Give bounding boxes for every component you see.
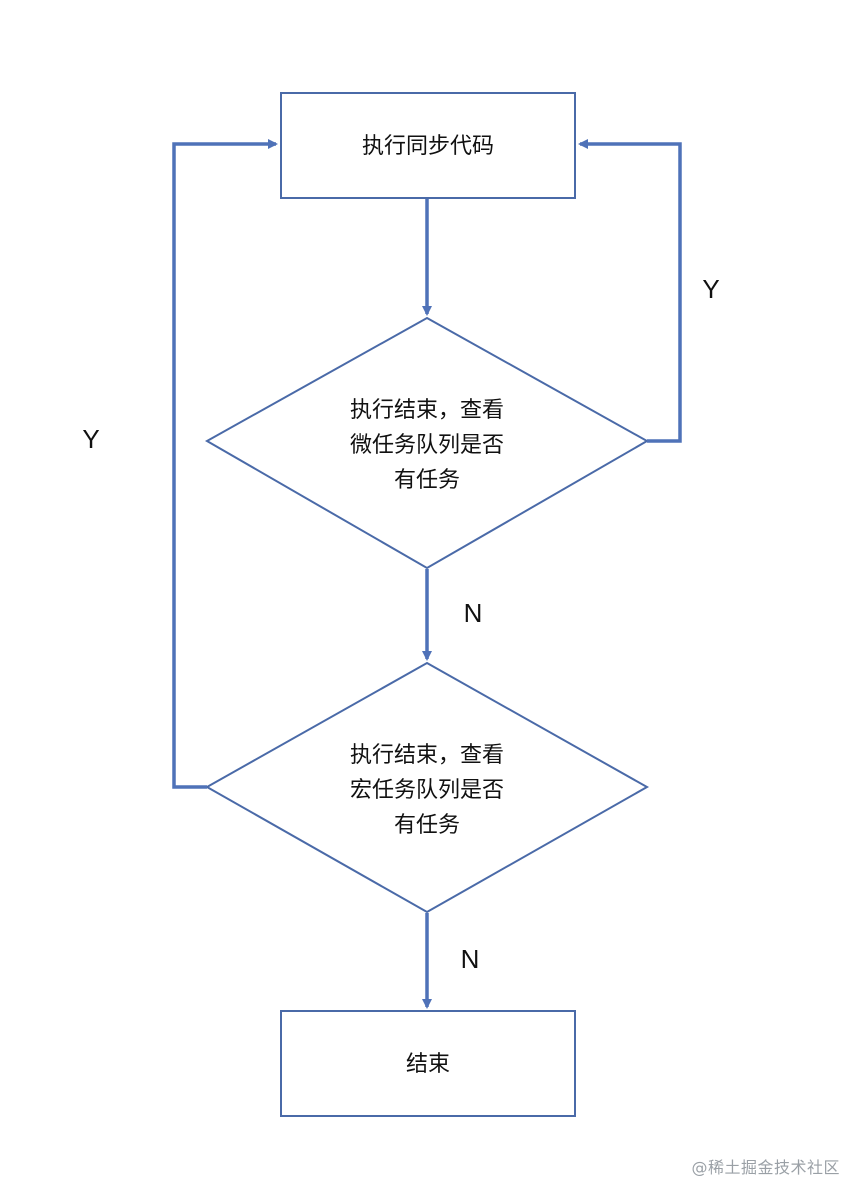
macro-task-decision [204, 661, 650, 914]
connector-macro-yes-loop [172, 139, 278, 789]
macro-task-decision-line-2: 宏任务队列是否 [350, 778, 504, 803]
connector-micro-yes-loop [578, 139, 682, 443]
micro-task-decision-line-3: 有任务 [394, 468, 460, 493]
micro-task-decision-line-2: 微任务队列是否 [350, 433, 504, 458]
end-box [280, 1010, 576, 1117]
start-box-label: 执行同步代码 [362, 134, 494, 159]
micro-task-decision-line-1: 执行结束，查看 [350, 398, 504, 423]
micro-task-decision [204, 316, 650, 570]
macro-task-decision-line-1: 执行结束，查看 [350, 743, 504, 768]
edge-label-micro-yes: Y [702, 274, 719, 304]
edge-label-macro-no: N [461, 944, 480, 974]
edge-label-macro-yes: Y [82, 424, 99, 454]
macro-task-decision-line-3: 有任务 [394, 813, 460, 838]
watermark: @稀土掘金技术社区 [691, 1158, 840, 1177]
start-box [280, 92, 576, 199]
edge-label-micro-no: N [464, 598, 483, 628]
end-box-label: 结束 [406, 1052, 450, 1077]
